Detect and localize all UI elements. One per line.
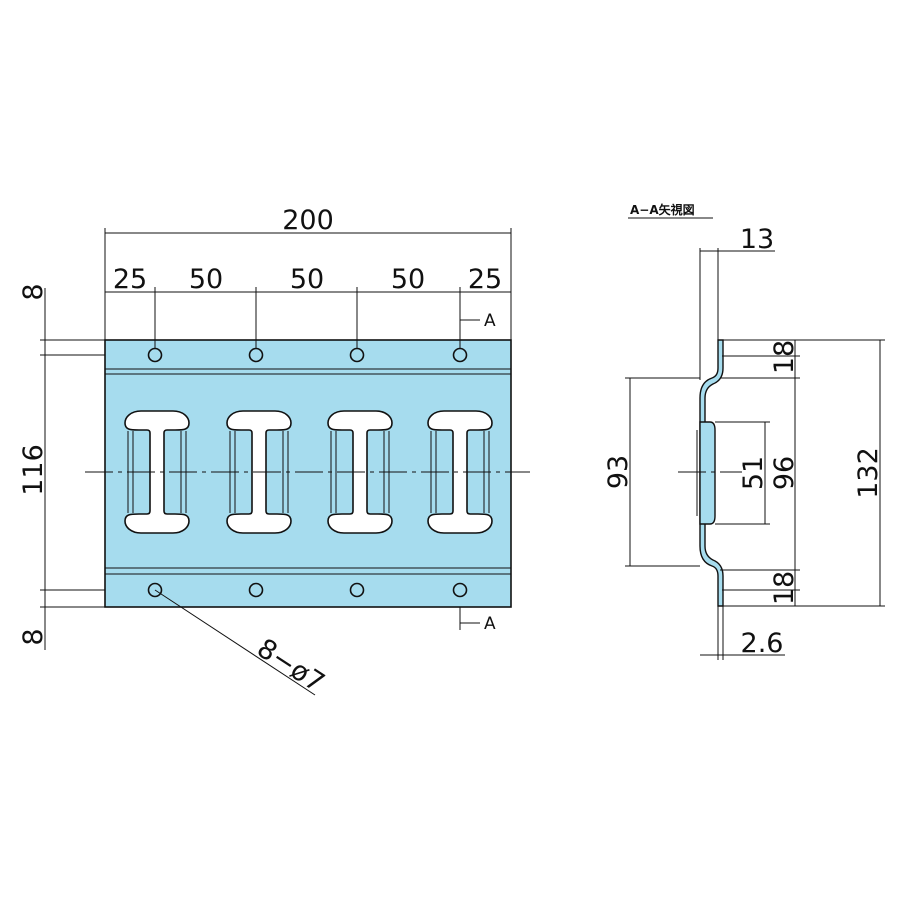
dim-18-top: 18	[769, 340, 800, 374]
dim-left-bottom: 8	[18, 628, 49, 645]
dim-18-bottom: 18	[769, 571, 800, 605]
mount-hole	[248, 582, 264, 598]
dim-132: 132	[853, 447, 884, 499]
side-view: A−A矢視図 13 18 18 93 51	[603, 202, 885, 660]
dim-spacing-5: 25	[468, 264, 502, 295]
section-label-top: A	[484, 311, 496, 331]
plate-body	[104, 339, 512, 608]
dim-2-6: 2.6	[741, 628, 784, 659]
dim-spacing-2: 50	[189, 264, 223, 295]
dim-96: 96	[769, 456, 800, 490]
dim-left-mid: 116	[18, 444, 49, 496]
section-label-bottom: A	[484, 614, 496, 634]
dim-200: 200	[282, 205, 334, 236]
side-slot-region	[699, 421, 716, 525]
hole-callout: 8−ø7	[251, 633, 330, 699]
dim-93: 93	[603, 455, 634, 489]
dim-13: 13	[740, 224, 774, 255]
dim-spacing-3: 50	[290, 264, 324, 295]
dim-spacing-4: 50	[391, 264, 425, 295]
mount-hole	[452, 582, 468, 598]
mount-hole	[147, 582, 163, 598]
dim-left-top: 8	[18, 283, 49, 300]
dim-51: 51	[738, 456, 769, 490]
dim-spacing-1: 25	[113, 264, 147, 295]
mount-hole	[349, 582, 365, 598]
side-view-title: A−A矢視図	[630, 202, 695, 217]
hole-leader	[154, 589, 316, 696]
front-view: 200 25 50 50 50 25 A A 8 116 8 8−ø7	[18, 205, 530, 699]
